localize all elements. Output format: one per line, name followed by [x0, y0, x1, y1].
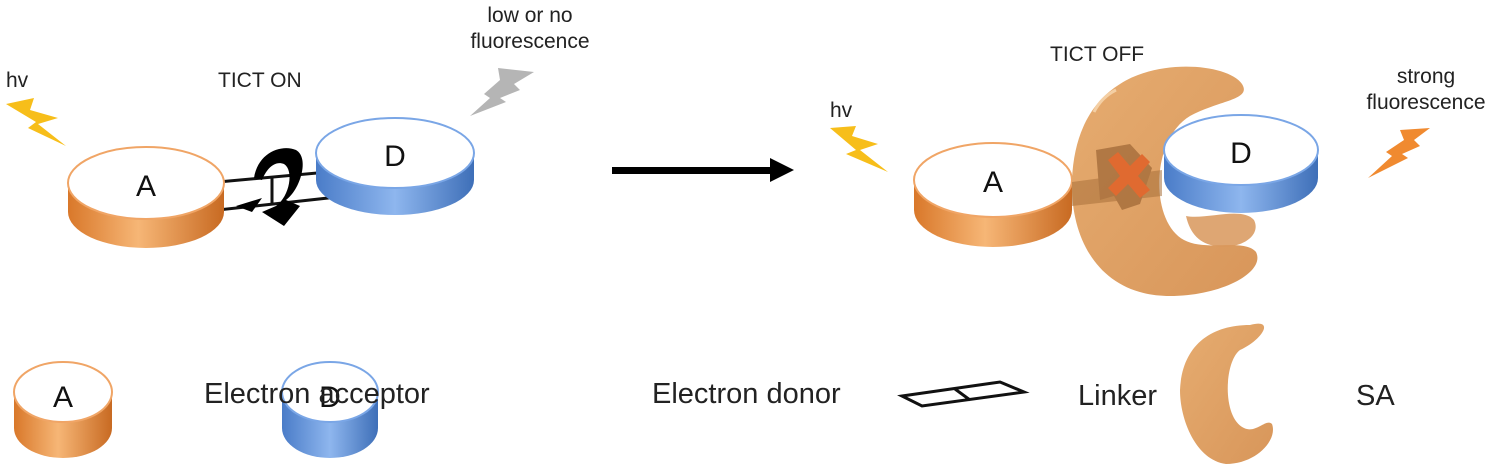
excitation-lightning-icon — [6, 98, 66, 146]
legend-donor-label: Electron donor — [652, 378, 841, 410]
excitation-lightning-icon — [830, 126, 888, 172]
donor-disc: D — [1163, 114, 1319, 213]
legend-linker-icon — [897, 380, 1030, 408]
sa-protein-shape — [1071, 66, 1258, 296]
legend-acceptor-disc: A — [13, 361, 113, 458]
left-emission-line1: low or no — [487, 4, 573, 27]
acceptor-letter: A — [136, 170, 156, 203]
donor-letter: D — [1230, 137, 1252, 170]
acceptor-letter: A — [983, 166, 1003, 199]
legend-linker-label: Linker — [1078, 380, 1157, 412]
legend-acceptor-label: Electron acceptor — [204, 378, 430, 410]
blocked-rotation-x-icon — [1108, 152, 1150, 198]
weak-emission-lightning-icon — [470, 68, 534, 116]
legend-sa-shape — [1180, 323, 1273, 464]
acceptor-disc: A — [913, 142, 1073, 247]
left-emission-line2: fluorescence — [470, 30, 590, 53]
left-emission-label: low or no fluorescence — [460, 3, 600, 55]
legend-donor-disc: D — [281, 361, 379, 458]
donor-letter: D — [384, 140, 406, 173]
right-state-title: TICT OFF — [1050, 43, 1145, 66]
left-excitation-label: hv — [6, 69, 29, 92]
left-state-title: TICT ON — [218, 69, 302, 92]
strong-emission-lightning-icon — [1368, 128, 1430, 178]
rotation-arrow-icon — [236, 148, 303, 226]
right-emission-line1: strong — [1396, 65, 1456, 88]
transition-arrow — [612, 158, 794, 182]
legend-acceptor-letter: A — [53, 381, 73, 414]
sa-lower-lobe — [1186, 213, 1256, 247]
right-emission-line2: fluorescence — [1366, 91, 1486, 114]
legend-sa-label: SA — [1356, 380, 1395, 412]
donor-disc: D — [315, 117, 475, 215]
acceptor-disc: A — [67, 146, 225, 248]
legend-donor-letter: D — [319, 381, 341, 414]
linker-bridge — [216, 170, 330, 212]
right-excitation-label: hv — [830, 99, 853, 122]
right-emission-label: strong fluorescence — [1356, 64, 1496, 116]
